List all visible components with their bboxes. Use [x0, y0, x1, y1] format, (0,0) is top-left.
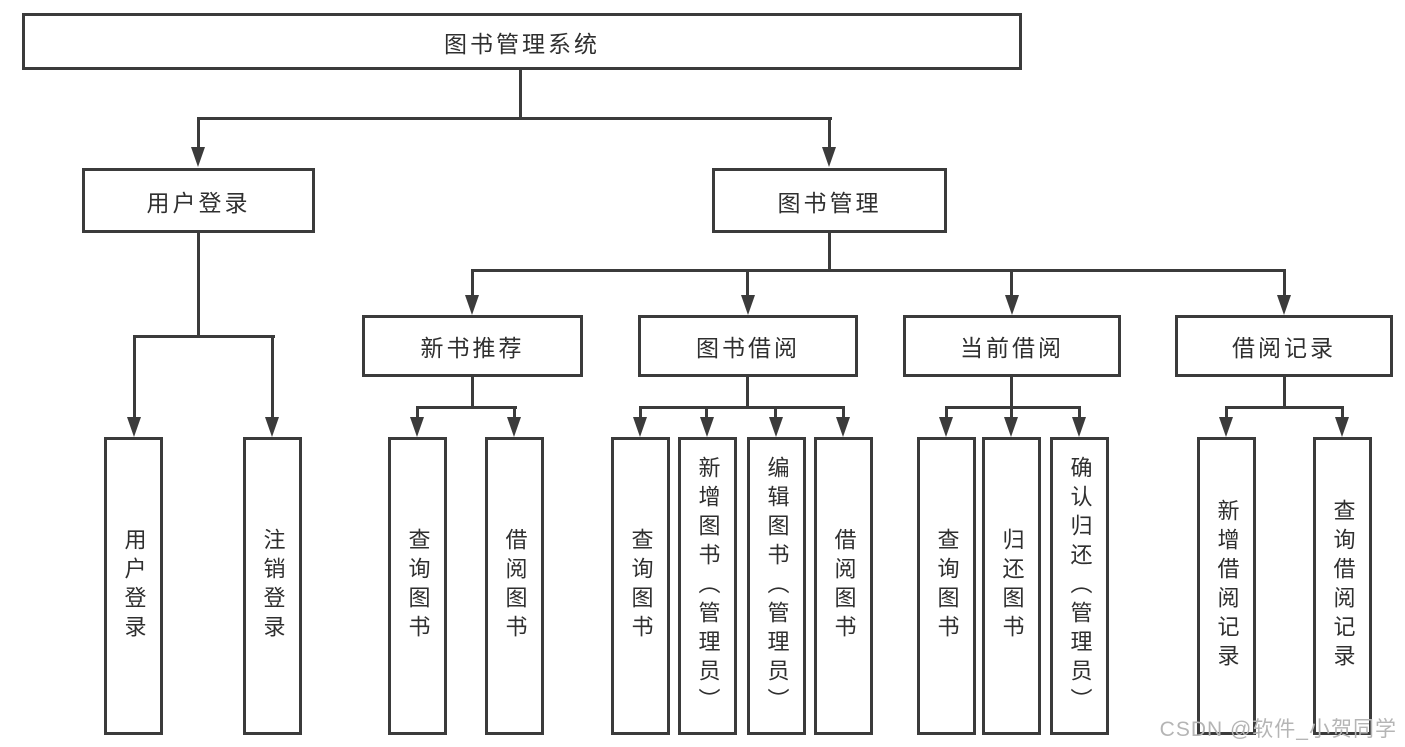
- arrowhead-down-icon: [741, 295, 755, 315]
- node-book-borrow: 图书借阅: [638, 315, 858, 377]
- connector-line: [746, 269, 749, 297]
- leaf-current-confirm-admin: 确认归还（管理员）: [1050, 437, 1109, 735]
- node-book-management: 图书管理: [712, 168, 947, 233]
- connector-line: [471, 269, 1286, 272]
- leaf-borrow-edit-admin: 编辑图书（管理员）: [747, 437, 806, 735]
- leaf-user-login: 用户登录: [104, 437, 163, 735]
- arrowhead-down-icon: [836, 417, 850, 437]
- arrowhead-down-icon: [1004, 417, 1018, 437]
- arrowhead-down-icon: [1219, 417, 1233, 437]
- leaf-borrow-query: 查询图书: [611, 437, 670, 735]
- leaf-borrow-add-admin: 新增图书（管理员）: [678, 437, 737, 735]
- connector-line: [1225, 406, 1344, 409]
- connector-line: [416, 406, 517, 409]
- arrowhead-down-icon: [1277, 295, 1291, 315]
- leaf-borrow-book: 借阅图书: [814, 437, 873, 735]
- connector-line: [133, 335, 136, 419]
- arrowhead-down-icon: [507, 417, 521, 437]
- connector-line: [197, 233, 200, 336]
- watermark: CSDN @软件_小贺同学: [1159, 718, 1397, 741]
- arrowhead-down-icon: [769, 417, 783, 437]
- node-user-login: 用户登录: [82, 168, 315, 233]
- arrowhead-down-icon: [191, 147, 205, 167]
- connector-line: [746, 377, 749, 407]
- connector-line: [1010, 269, 1013, 297]
- connector-line: [945, 406, 948, 419]
- leaf-records-query: 查询借阅记录: [1313, 437, 1372, 735]
- connector-line: [945, 406, 1081, 409]
- connector-line: [639, 406, 845, 409]
- arrowhead-down-icon: [265, 417, 279, 437]
- node-current-borrow: 当前借阅: [903, 315, 1121, 377]
- node-root: 图书管理系统: [22, 13, 1022, 70]
- connector-line: [1010, 406, 1013, 419]
- connector-line: [471, 377, 474, 407]
- arrowhead-down-icon: [410, 417, 424, 437]
- leaf-records-add: 新增借阅记录: [1197, 437, 1256, 735]
- arrowhead-down-icon: [127, 417, 141, 437]
- arrowhead-down-icon: [700, 417, 714, 437]
- connector-line: [1341, 406, 1344, 419]
- node-borrow-records: 借阅记录: [1175, 315, 1393, 377]
- connector-line: [828, 117, 831, 149]
- connector-line: [133, 335, 275, 338]
- arrowhead-down-icon: [939, 417, 953, 437]
- leaf-current-query: 查询图书: [917, 437, 976, 735]
- arrowhead-down-icon: [633, 417, 647, 437]
- connector-line: [1283, 377, 1286, 407]
- arrowhead-down-icon: [1335, 417, 1349, 437]
- connector-line: [1078, 406, 1081, 419]
- connector-line: [774, 406, 777, 419]
- connector-line: [1283, 269, 1286, 297]
- connector-line: [1225, 406, 1228, 419]
- arrowhead-down-icon: [1072, 417, 1086, 437]
- connector-line: [519, 70, 522, 118]
- leaf-current-return: 归还图书: [982, 437, 1041, 735]
- connector-line: [828, 233, 831, 270]
- connector-line: [197, 117, 200, 149]
- leaf-newbook-borrow: 借阅图书: [485, 437, 544, 735]
- arrowhead-down-icon: [822, 147, 836, 167]
- connector-line: [1010, 377, 1013, 407]
- connector-line: [513, 406, 516, 419]
- connector-line: [416, 406, 419, 419]
- node-new-book-recommend: 新书推荐: [362, 315, 583, 377]
- connector-line: [639, 406, 642, 419]
- connector-line: [271, 335, 274, 419]
- arrowhead-down-icon: [465, 295, 479, 315]
- connector-line: [705, 406, 708, 419]
- arrowhead-down-icon: [1005, 295, 1019, 315]
- leaf-newbook-query: 查询图书: [388, 437, 447, 735]
- leaf-logout: 注销登录: [243, 437, 302, 735]
- connector-line: [842, 406, 845, 419]
- connector-line: [197, 117, 832, 120]
- connector-line: [471, 269, 474, 297]
